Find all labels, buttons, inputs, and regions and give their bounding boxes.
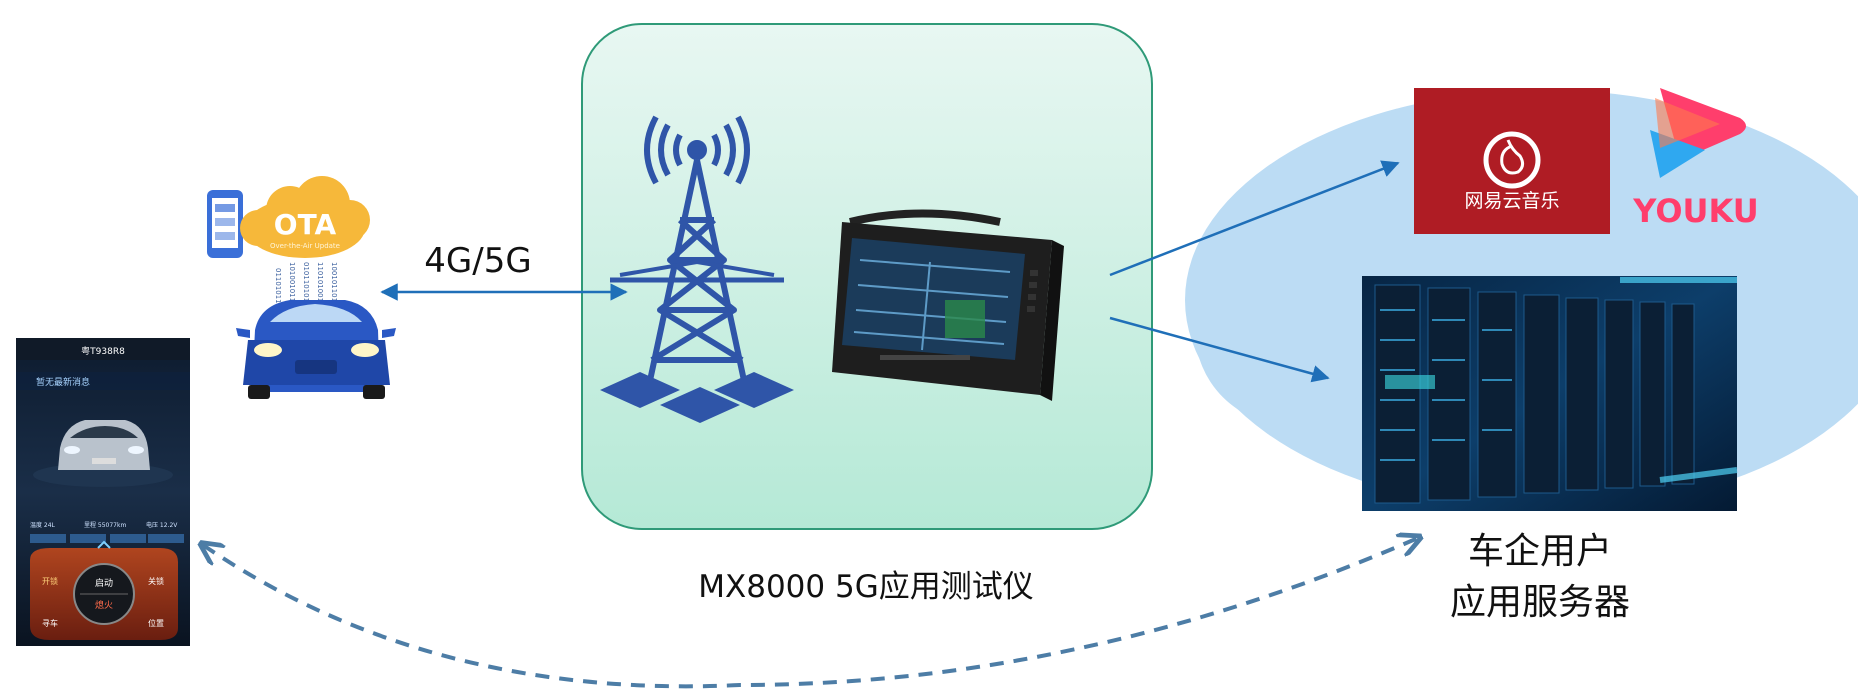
cell-tower-icon: [610, 115, 784, 391]
server-label-line2: 应用服务器: [1450, 582, 1630, 623]
ota-title: OTA: [274, 208, 337, 241]
tester-to-apps-arrow: [1109, 160, 1400, 277]
ota-subtitle: Over-the-Air Update: [270, 242, 340, 250]
phone-start-label: 启动: [95, 577, 113, 589]
phone-plate: 粤T938R8: [81, 345, 125, 357]
phone-status-1: 温度 24L: [30, 521, 56, 529]
phone-notice: 暂无最新消息: [36, 376, 90, 388]
phone-lock-label: 关锁: [148, 576, 164, 586]
server-label-line1: 车企用户: [1468, 531, 1612, 572]
phone-location-label: 位置: [148, 618, 164, 628]
netease-name: 网易云音乐: [1464, 190, 1559, 212]
svg-text:0101101010: 0101101010: [302, 262, 310, 307]
server-room-image: [1362, 276, 1738, 511]
youku-logo: [1650, 88, 1746, 178]
phone-app-screenshot: [16, 338, 190, 646]
svg-text:0110101101: 0110101101: [274, 268, 282, 313]
phone-status-2: 里程 55077km: [84, 521, 126, 529]
binary-stream-icon: 0110101101 1010010110 0101101010 1101010…: [274, 262, 338, 313]
tester-to-server-arrow: [1109, 316, 1330, 383]
tower-base-icon: [600, 372, 794, 423]
link-label: 4G/5G: [424, 241, 531, 281]
svg-text:1001011010: 1001011010: [330, 262, 338, 307]
netease-music-logo: [1414, 88, 1610, 234]
phone-find-label: 寻车: [42, 618, 58, 628]
car-image: [236, 300, 396, 399]
tester-caption: MX8000 5G应用测试仪: [698, 569, 1033, 605]
phone-status-3: 电压 12.2V: [146, 521, 178, 529]
svg-text:1101010011: 1101010011: [316, 262, 324, 307]
phone-unlock-label: 开锁: [42, 576, 58, 586]
phone-stop-label: 熄火: [95, 599, 113, 611]
tester-device-image: [832, 209, 1064, 401]
ota-icon: [207, 176, 370, 258]
svg-text:1010010110: 1010010110: [288, 262, 296, 307]
youku-name: YOUKU: [1632, 192, 1758, 230]
dashed-return-arrow: [203, 538, 1418, 689]
